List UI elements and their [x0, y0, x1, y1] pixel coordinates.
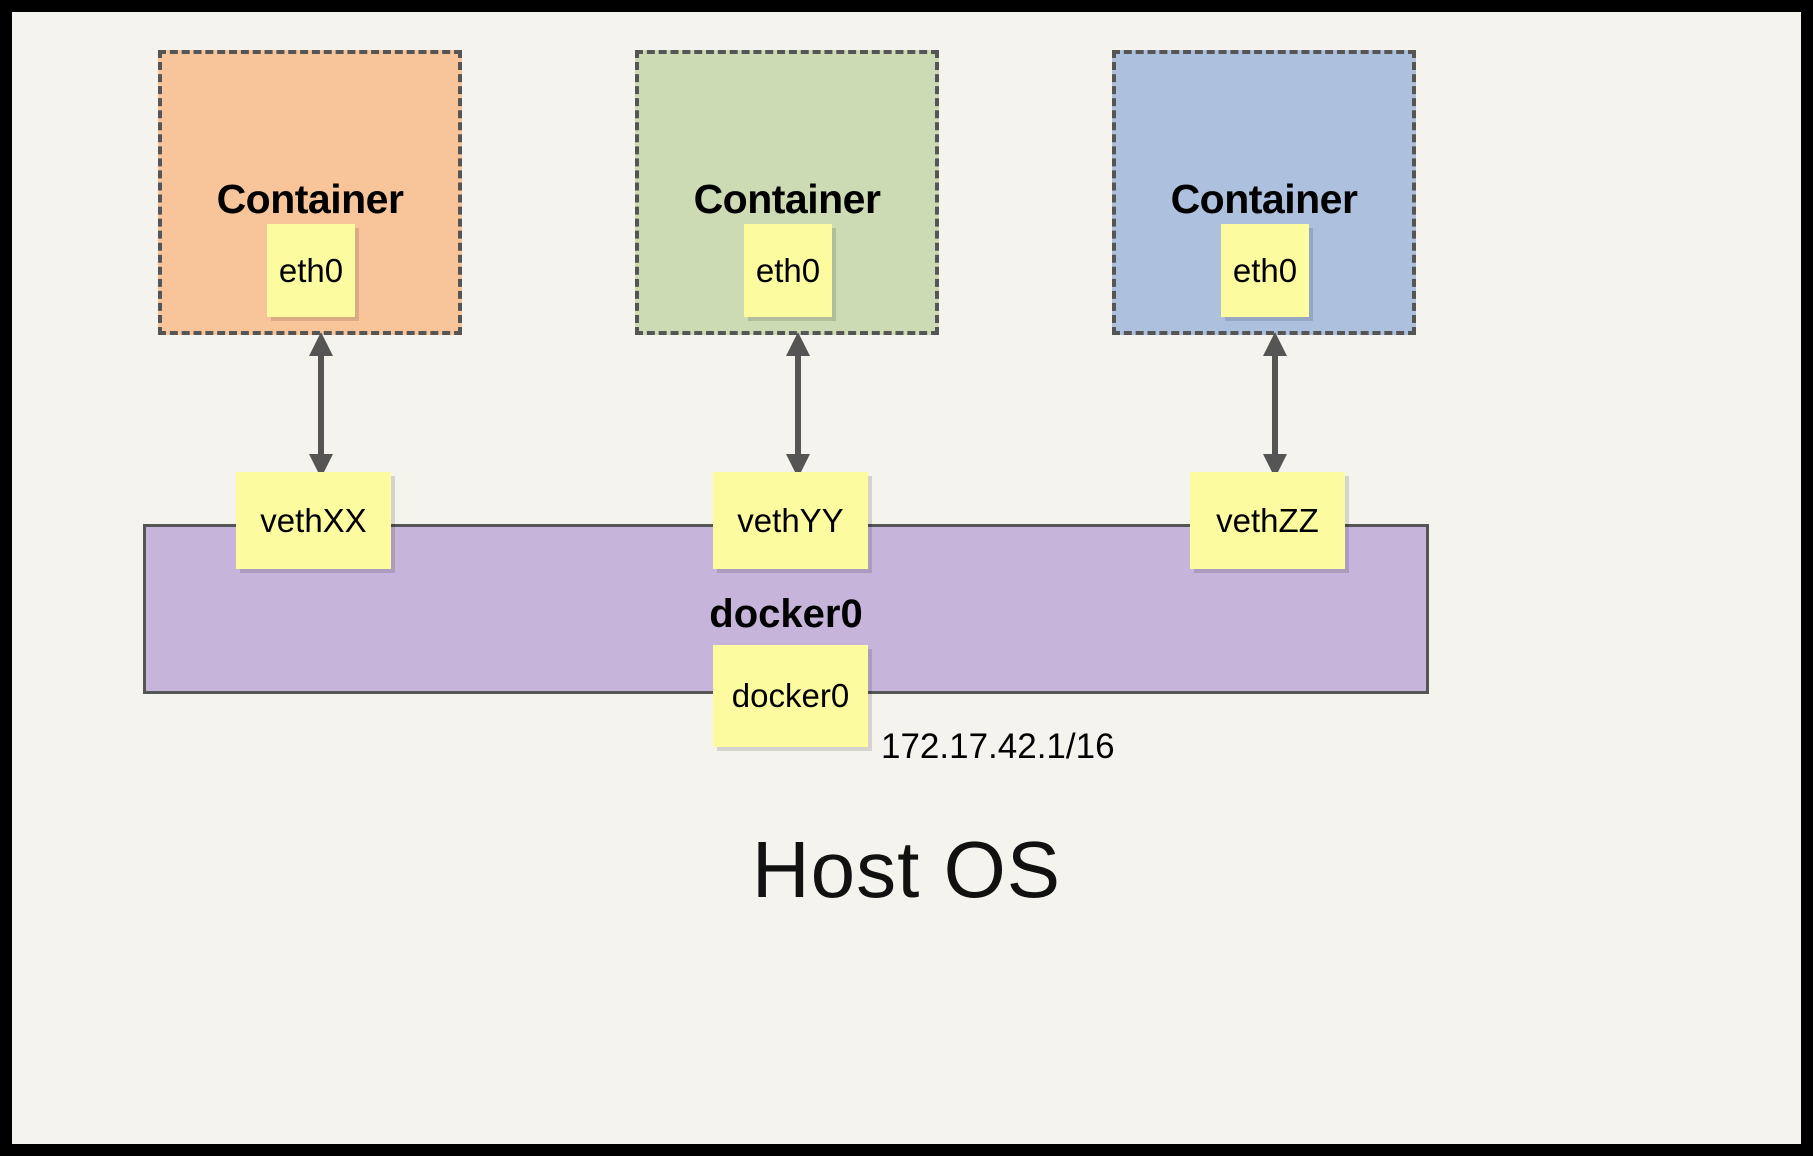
veth-box-2: vethYY — [713, 472, 868, 569]
eth0-box-3: eth0 — [1221, 224, 1309, 317]
veth-box-3: vethZZ — [1190, 472, 1345, 569]
container-label-1: Container — [216, 176, 404, 222]
diagram-canvas: Container eth0 vethXX Container eth0 vet… — [12, 12, 1801, 1144]
container-label-2: Container — [693, 176, 881, 222]
host-os-label: Host OS — [751, 825, 1062, 914]
eth0-box-1: eth0 — [267, 224, 355, 317]
docker0-bridge-label: docker0 — [709, 592, 863, 636]
docker0-ip-label: 172.17.42.1/16 — [881, 727, 1115, 766]
veth-box-1: vethXX — [236, 472, 391, 569]
docker0-interface-box: docker0 — [713, 645, 868, 747]
veth-link-arrow-1 — [309, 332, 333, 478]
eth0-box-2: eth0 — [744, 224, 832, 317]
veth-link-arrow-2 — [786, 332, 810, 478]
container-label-3: Container — [1170, 176, 1358, 222]
veth-link-arrow-3 — [1263, 332, 1287, 478]
